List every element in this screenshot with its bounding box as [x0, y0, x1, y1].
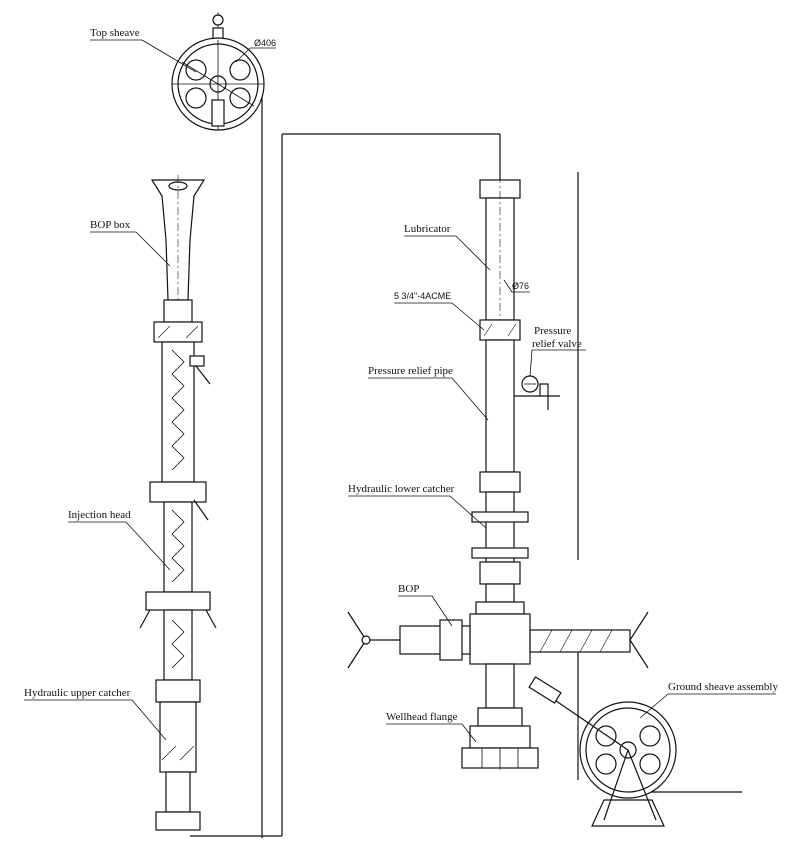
top-sheave: [171, 12, 265, 131]
labels: Top sheave Ø406 BOP box Injection head H…: [24, 27, 778, 723]
label-pressure-relief-valve-line2: relief valve: [532, 338, 582, 350]
label-lubricator: Lubricator: [404, 223, 451, 235]
label-hydraulic-lower-catcher: Hydraulic lower catcher: [348, 483, 455, 495]
label-pressure-relief-valve-line1: Pressure: [534, 325, 571, 337]
leader-lines: [24, 39, 776, 743]
label-bop-box: BOP box: [90, 219, 131, 231]
injector-stack: [139, 175, 217, 831]
label-ground-sheave-assembly: Ground sheave assembly: [668, 681, 778, 693]
label-hydraulic-upper-catcher: Hydraulic upper catcher: [24, 687, 131, 699]
label-thread-spec: 5 3/4"-4ACME: [394, 291, 451, 301]
cable-path: [190, 80, 742, 838]
label-lubricator-dim: Ø76: [512, 281, 529, 291]
lubricator-stack: [347, 175, 649, 770]
label-bop: BOP: [398, 583, 419, 595]
label-injection-head: Injection head: [68, 509, 131, 521]
label-wellhead-flange: Wellhead flange: [386, 711, 458, 723]
label-top-sheave: Top sheave: [90, 27, 140, 39]
label-pressure-relief-pipe: Pressure relief pipe: [368, 365, 453, 377]
label-top-sheave-dim: Ø406: [254, 38, 276, 48]
ground-sheave: [528, 676, 677, 827]
